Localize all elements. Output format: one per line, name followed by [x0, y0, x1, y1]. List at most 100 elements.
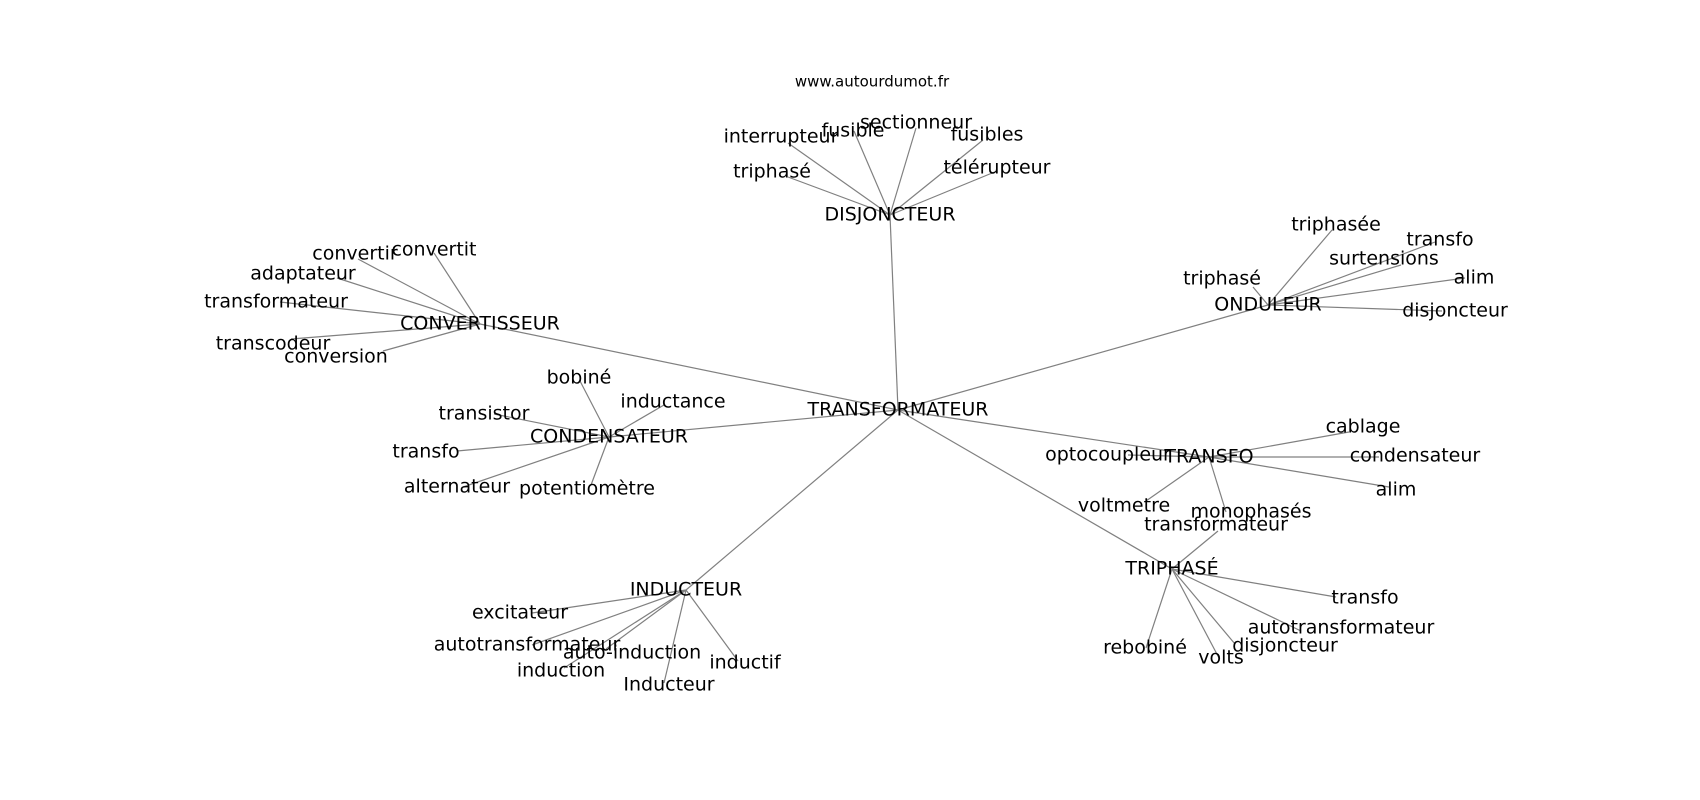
leaf-node-voltmetre: voltmetre [1078, 495, 1170, 517]
graph-edges [279, 127, 1466, 684]
leaf-node-transcodeur: transcodeur [216, 333, 331, 355]
edge-convertisseur-conversion [382, 323, 481, 352]
edge-convertisseur-convertit [433, 252, 481, 325]
edge-onduleur-disjoncteur [1267, 304, 1443, 312]
edge-inducteur-excitateur [531, 589, 687, 614]
leaf-node-conversion: conversion [284, 346, 388, 368]
edge-inducteur-inductif [685, 589, 739, 662]
leaf-node-triphasee: triphasée [1291, 214, 1381, 236]
edge-transfo-alim [1208, 456, 1390, 488]
edge-transfo-optocoupleur [1127, 454, 1210, 458]
hub-node-onduleur: ONDULEUR [1214, 294, 1321, 316]
hub-node-disjoncteur: DISJONCTEUR [824, 204, 955, 226]
edge-root-triphase [897, 409, 1173, 570]
leaf-node-alternateur: alternateur [404, 476, 510, 498]
leaf-node-rebobine: rebobiné [1103, 637, 1187, 659]
edge-root-inducteur [685, 409, 899, 591]
edge-inducteur-induction [563, 589, 687, 669]
edge-root-convertisseur [479, 323, 899, 411]
leaf-node-adaptateur: adaptateur [250, 263, 356, 285]
edge-triphase-disjoncteur [1171, 568, 1236, 645]
watermark-text: www.autourdumot.fr [795, 73, 950, 91]
edge-root-transfo [897, 409, 1210, 458]
hub-node-transfo: TRANSFO [1163, 446, 1253, 468]
leaf-node-convertir: convertir [312, 243, 398, 265]
leaf-node-alim: alim [1454, 267, 1495, 289]
edge-disjoncteur-fusibles [889, 139, 984, 216]
leaf-node-transfo: transfo [1331, 587, 1398, 609]
edge-transfo-cablage [1208, 431, 1350, 458]
leaf-node-disjoncteur: disjoncteur [1232, 635, 1338, 657]
leaf-node-inductance: inductance [620, 391, 725, 413]
edge-convertisseur-transformateur [279, 301, 481, 325]
edge-root-disjoncteur [889, 214, 899, 411]
leaf-node-condensateur: condensateur [1350, 445, 1481, 467]
leaf-node-fusibles: fusibles [951, 124, 1024, 146]
leaf-node-cablage: cablage [1326, 416, 1401, 438]
edge-onduleur-triphase [1252, 286, 1269, 306]
leaf-node-transistor: transistor [439, 403, 530, 425]
edge-onduleur-alim [1267, 277, 1466, 306]
edge-onduleur-surtensions [1267, 264, 1402, 306]
edge-condensateur-bobine [579, 380, 610, 438]
edge-disjoncteur-triphase [787, 176, 891, 216]
edge-onduleur-transfo [1267, 241, 1436, 306]
edge-root-onduleur [897, 304, 1269, 411]
edge-triphase-rebobine [1145, 568, 1173, 649]
edge-convertisseur-transcodeur [290, 323, 481, 340]
edge-disjoncteur-fusible [853, 130, 891, 216]
edge-triphase-transfo [1171, 568, 1337, 598]
edge-root-condensateur [608, 409, 899, 438]
edge-triphase-autotransformateur [1171, 568, 1302, 632]
leaf-node-fusible: fusible [822, 120, 885, 142]
leaf-node-inducteur: Inducteur [623, 674, 714, 696]
leaf-node-alim: alim [1376, 479, 1417, 501]
edge-condensateur-inductance [608, 404, 665, 438]
edge-condensateur-transistor [493, 413, 610, 438]
edge-disjoncteur-interrupteur [787, 142, 891, 216]
edge-disjoncteur-sectionneur [889, 127, 917, 216]
leaf-node-transformateur: transformateur [1144, 514, 1288, 536]
leaf-node-convertit: convertit [391, 239, 476, 261]
edge-convertisseur-adaptateur [336, 277, 481, 325]
edge-transfo-voltmetre [1145, 456, 1210, 502]
edge-condensateur-alternateur [462, 436, 610, 488]
leaf-node-inductif: inductif [709, 652, 782, 674]
leaf-node-telerupteur: télérupteur [943, 157, 1050, 179]
leaf-node-optocoupleur: optocoupleur [1045, 444, 1171, 466]
leaf-node-transfo: transfo [1406, 229, 1473, 251]
leaf-node-autotransformateur: autotransformateur [1248, 617, 1435, 639]
edge-triphase-transformateur [1171, 530, 1219, 570]
edge-inducteur-auto-induction [605, 589, 687, 650]
leaf-node-bobine: bobiné [547, 367, 612, 389]
leaf-node-auto-induction: auto-induction [563, 642, 701, 664]
leaf-node-disjoncteur: disjoncteur [1402, 300, 1508, 322]
leaf-node-volts: volts [1198, 647, 1244, 669]
leaf-node-interrupteur: interrupteur [724, 126, 839, 148]
edge-convertisseur-convertir [357, 258, 481, 325]
leaf-node-excitateur: excitateur [472, 602, 568, 624]
hub-node-convertisseur: CONVERTISSEUR [400, 313, 560, 335]
hub-node-triphase: TRIPHASÉ [1124, 557, 1218, 580]
leaf-node-potentiometre: potentiomètre [519, 478, 655, 500]
edge-transfo-monophases [1208, 456, 1227, 513]
hub-node-condensateur: CONDENSATEUR [530, 426, 688, 448]
leaf-node-autotransformateur: autotransformateur [434, 634, 621, 656]
graph-labels: TRANSFORMATEURDISJONCTEURinterrupteurfus… [204, 112, 1508, 696]
leaf-node-triphase: triphasé [733, 161, 811, 183]
leaf-node-surtensions: surtensions [1329, 248, 1439, 270]
leaf-node-induction: induction [517, 660, 605, 682]
edge-inducteur-inducteur [663, 589, 687, 684]
edge-condensateur-potentiometre [590, 436, 610, 486]
edge-triphase-volts [1171, 568, 1220, 659]
leaf-node-transfo: transfo [392, 441, 459, 463]
root-node-label: TRANSFORMATEUR [806, 399, 988, 421]
edge-onduleur-triphasee [1267, 229, 1333, 306]
leaf-node-transformateur: transformateur [204, 291, 348, 313]
leaf-node-monophases: monophasés [1190, 501, 1311, 523]
edge-condensateur-transfo [456, 436, 610, 452]
leaf-node-triphase: triphasé [1183, 268, 1261, 290]
leaf-node-sectionneur: sectionneur [860, 112, 972, 134]
hub-node-inducteur: INDUCTEUR [630, 579, 742, 601]
